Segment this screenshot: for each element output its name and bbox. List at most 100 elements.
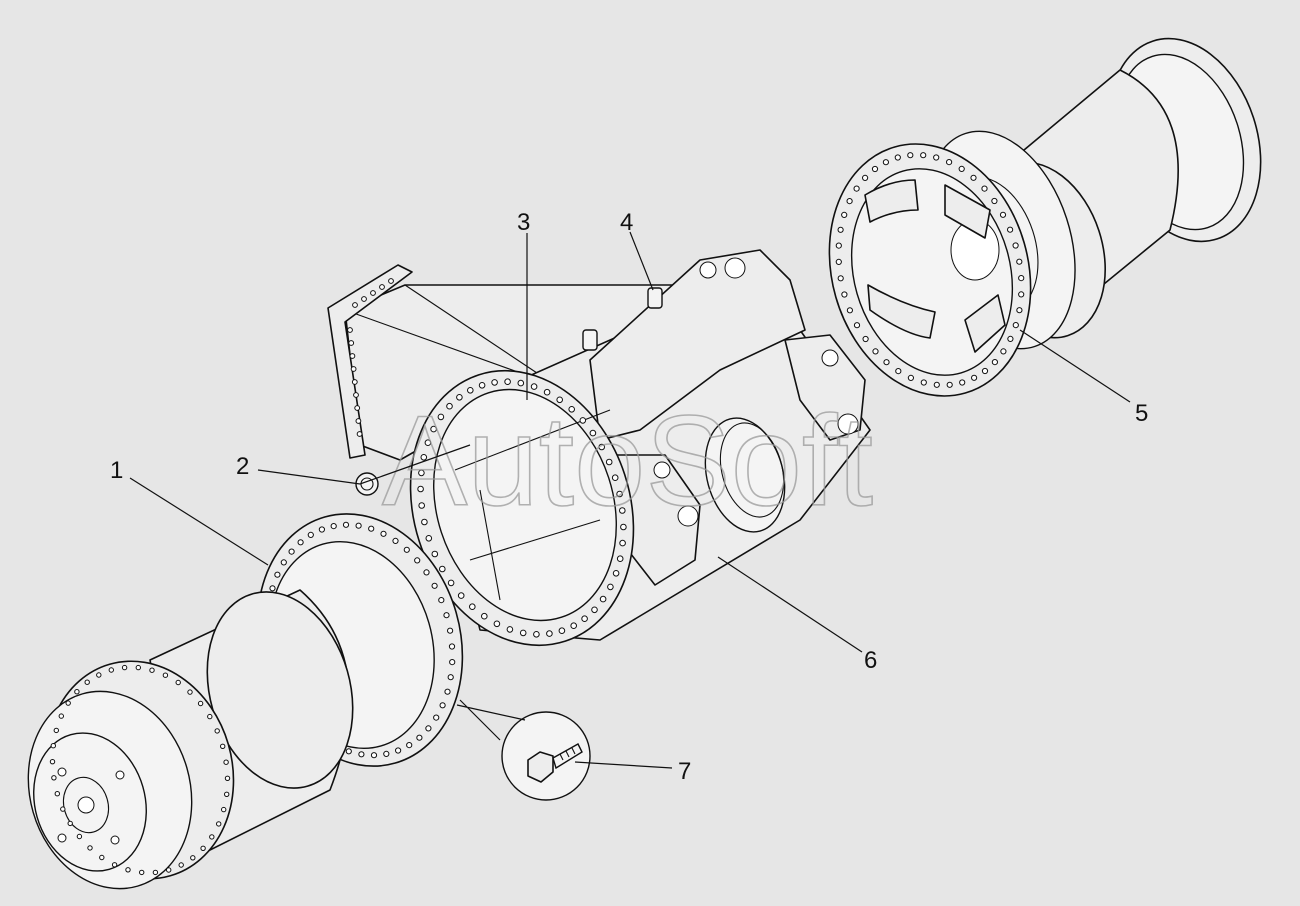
bolt-hole bbox=[443, 612, 450, 619]
bolt-hole bbox=[837, 226, 844, 233]
part-5-flange-ring bbox=[828, 143, 1032, 397]
bolt-hole bbox=[907, 374, 915, 381]
bolt-hole bbox=[835, 258, 842, 265]
watermark-text: AutoSoft bbox=[382, 390, 873, 533]
bolt-hole bbox=[1016, 258, 1023, 265]
callout-5: 5 bbox=[1135, 400, 1148, 427]
bolt-hole bbox=[981, 185, 988, 192]
bolt-hole bbox=[431, 582, 438, 589]
bolt-hole bbox=[558, 627, 566, 635]
bolt-hole bbox=[846, 307, 854, 314]
bolt-hole bbox=[209, 834, 215, 840]
bolt-hole bbox=[447, 627, 454, 634]
bolt-hole bbox=[392, 537, 399, 545]
bolt-hole bbox=[190, 855, 196, 861]
part-6-axle-housing bbox=[327, 249, 871, 647]
bolt-hole bbox=[99, 854, 105, 861]
bolt-hole bbox=[457, 592, 465, 599]
bolt-hole bbox=[425, 725, 432, 732]
bolt-hole bbox=[49, 759, 56, 765]
bolt-hole bbox=[605, 458, 613, 466]
bolt-hole bbox=[388, 278, 394, 284]
bolt-hole bbox=[991, 359, 999, 366]
bolt-hole bbox=[853, 322, 861, 329]
bolt-hole bbox=[214, 728, 220, 734]
bolt-hole bbox=[162, 672, 169, 678]
bolt-hole bbox=[439, 565, 446, 573]
bolt-hole bbox=[1018, 291, 1025, 298]
bolt-hole bbox=[467, 387, 474, 394]
bolt-hole bbox=[431, 550, 439, 558]
bolt-hole bbox=[437, 413, 445, 421]
bolt-hole bbox=[438, 597, 445, 604]
bolt-hole bbox=[288, 548, 295, 555]
bolt-hole bbox=[368, 525, 375, 532]
bolt-hole bbox=[444, 688, 451, 695]
bolt-hole bbox=[598, 443, 606, 451]
bolt-hole bbox=[533, 631, 540, 638]
bolt-hole bbox=[224, 775, 231, 781]
bolt-hole bbox=[970, 174, 977, 181]
bolt-hole bbox=[846, 198, 853, 205]
callout-4: 4 bbox=[620, 209, 633, 236]
bolt-hole bbox=[448, 643, 456, 650]
bolt-hole bbox=[837, 275, 844, 282]
bolt-hole bbox=[187, 689, 193, 695]
bolt-hole bbox=[619, 507, 626, 514]
callout-1: 1 bbox=[110, 457, 123, 484]
bolt-hole bbox=[54, 791, 60, 797]
bolt-hole bbox=[342, 521, 350, 528]
bolt-hole bbox=[456, 394, 463, 401]
bolt-hole bbox=[121, 664, 128, 671]
bolt-hole bbox=[862, 174, 869, 181]
bolt-hole bbox=[530, 383, 538, 390]
bolt-hole bbox=[356, 431, 363, 437]
bolt-hole bbox=[862, 335, 869, 343]
bolt-hole bbox=[581, 615, 588, 623]
left-hub-assembly bbox=[27, 589, 354, 890]
bolt-hole bbox=[481, 612, 488, 620]
bolt-hole bbox=[1018, 275, 1025, 282]
bolt-hole bbox=[50, 743, 56, 749]
bolt-hole bbox=[353, 392, 359, 398]
bolt-hole bbox=[946, 381, 953, 388]
bolt-hole bbox=[84, 679, 90, 685]
bolt-hole bbox=[1000, 348, 1007, 355]
bolt-hole bbox=[67, 820, 73, 827]
bolt-hole bbox=[207, 713, 213, 720]
bolt-hole bbox=[959, 379, 966, 386]
bolt-hole bbox=[958, 165, 965, 172]
bolt-hole bbox=[351, 379, 358, 385]
bolt-hole bbox=[200, 845, 206, 851]
bolt-hole bbox=[946, 159, 953, 166]
bolt-hole bbox=[611, 474, 619, 482]
bolt-hole bbox=[349, 353, 356, 359]
bolt-hole bbox=[125, 867, 131, 873]
bolt-hole bbox=[835, 242, 842, 249]
bolt-hole bbox=[447, 579, 455, 587]
bolt-hole bbox=[1012, 322, 1019, 329]
bolt-hole bbox=[506, 626, 514, 633]
bolt-hole bbox=[417, 485, 424, 493]
bolt-hole bbox=[166, 867, 172, 873]
bolt-hole bbox=[493, 620, 501, 628]
bolt-hole bbox=[579, 417, 587, 424]
bolt-hole bbox=[354, 405, 361, 411]
bolt-hole bbox=[469, 603, 476, 611]
bolt-hole bbox=[330, 523, 337, 530]
bolt-hole bbox=[872, 348, 879, 355]
bolt-hole bbox=[416, 734, 423, 741]
bolt-hole bbox=[430, 425, 437, 433]
bolt-hole bbox=[478, 382, 486, 389]
bolt-hole bbox=[421, 518, 428, 526]
bolt-hole bbox=[491, 379, 498, 386]
bolt-hole bbox=[358, 751, 365, 758]
bolt-hole bbox=[58, 713, 64, 719]
bolt-hole bbox=[135, 664, 142, 671]
bolt-hole bbox=[423, 569, 430, 576]
bolt-hole bbox=[418, 502, 426, 509]
bolt-hole bbox=[406, 742, 413, 749]
bolt-hole bbox=[352, 302, 358, 308]
bolt-hole bbox=[178, 862, 184, 868]
